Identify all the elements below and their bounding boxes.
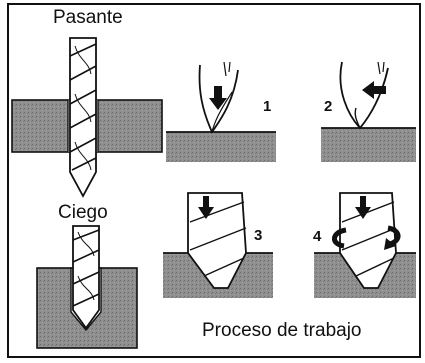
blind-label: Ciego — [58, 202, 108, 223]
step-1-workpiece — [166, 132, 276, 162]
process-label: Proceso de trabajo — [202, 320, 362, 341]
through-drill-bit — [69, 37, 97, 198]
step-number-2: 2 — [324, 98, 332, 115]
step-3-down-arrow-icon — [198, 196, 214, 219]
step-2-left-arrow-icon — [362, 81, 386, 99]
step-number-4: 4 — [313, 228, 322, 245]
step-4-down-arrow-icon — [355, 196, 371, 219]
step-number-3: 3 — [254, 227, 262, 244]
step-2-workpiece — [321, 128, 416, 162]
through-hole-drawing — [11, 37, 163, 198]
step-1-down-arrow-icon — [209, 86, 227, 110]
step-1-drawing — [166, 61, 276, 162]
through-label: Pasante — [53, 7, 123, 28]
step-4-rotation-arrow-icon — [332, 225, 401, 249]
step-number-1: 1 — [263, 98, 271, 115]
step-4-drawing — [314, 192, 416, 298]
step-2-drawing — [321, 61, 416, 162]
blind-hole-drawing — [36, 225, 138, 349]
blind-drill-bit — [72, 225, 100, 330]
step-3-drawing — [163, 192, 273, 298]
